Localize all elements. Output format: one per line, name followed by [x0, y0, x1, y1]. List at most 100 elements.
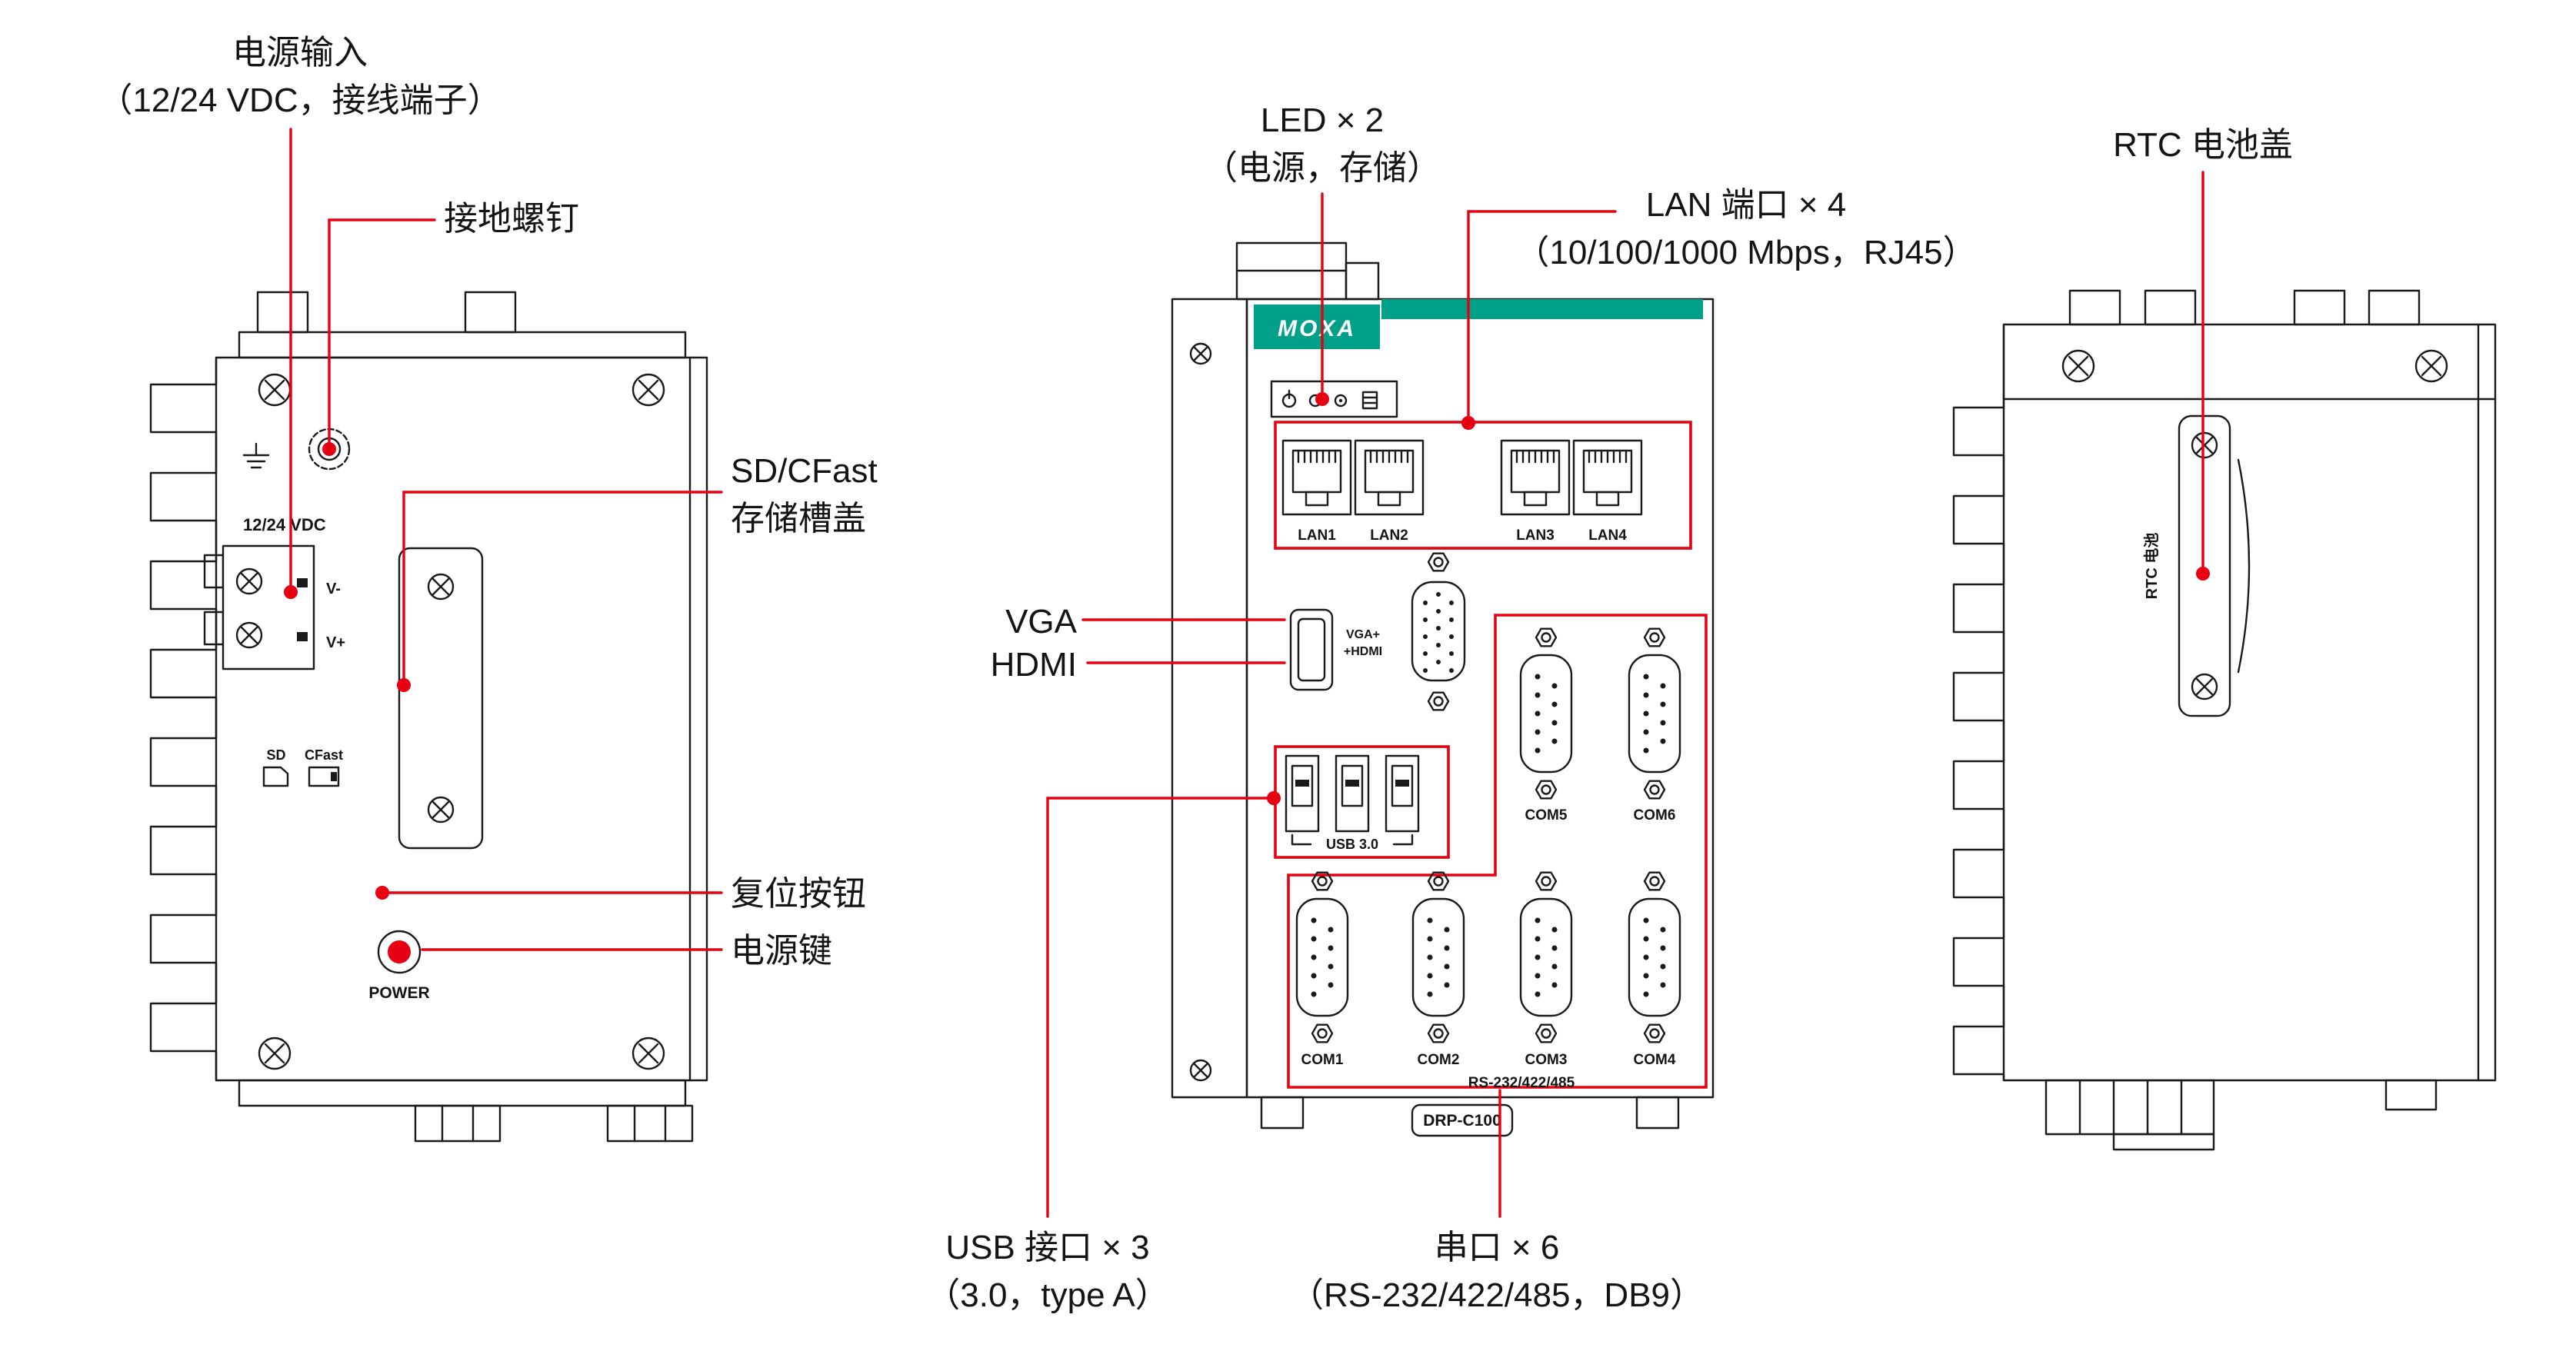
callout-power-key: 电源键: [731, 932, 832, 970]
callout-rtc-cover: RTC 电池盖: [2113, 126, 2293, 164]
com2-port: [1413, 873, 1464, 1043]
lan-highlight-box: [1274, 421, 1692, 550]
com1-label: COM1: [1301, 1052, 1344, 1068]
lan1-label: LAN1: [1298, 527, 1336, 544]
corner-screw: [632, 1037, 665, 1070]
callout-lan-line1: LAN 端口 × 4: [1645, 186, 1847, 224]
callout-serial-line2: （RS-232/422/485，DB9）: [1289, 1276, 1705, 1314]
callout-power-input-line1: 电源输入: [232, 34, 368, 72]
callout-dot-led: [1315, 392, 1329, 406]
sd-card-icon: [262, 766, 289, 787]
v-plus-label: V+: [326, 634, 345, 651]
callout-lan: LAN 端口 × 4 （10/100/1000 Mbps，RJ45）: [1438, 181, 2054, 276]
com6-label: COM6: [1634, 807, 1676, 824]
model-badge: DRP-C100: [1411, 1103, 1514, 1137]
left-heatsink-fins: [149, 356, 218, 1082]
model-label: DRP-C100: [1423, 1112, 1501, 1130]
brand-logo-box: [1254, 304, 1380, 349]
callout-power-input-line2: （12/24 VDC，接线端子）: [98, 81, 502, 119]
callout-line-usb: [1046, 797, 1269, 1218]
vga-hdmi-marking-1: VGA+: [1346, 628, 1380, 641]
callout-led: LED × 2 （电源，存储）: [1091, 97, 1553, 191]
rtc-battery-marking: RTC 电池: [2143, 533, 2161, 600]
vga-port: [1411, 552, 1466, 711]
callout-line-sd-cfast: [402, 491, 723, 682]
right-body-outline: [2002, 323, 2497, 1082]
v-minus-label: V-: [326, 581, 341, 597]
com4-port: [1629, 873, 1680, 1043]
cfast-label: CFast: [305, 747, 343, 763]
com4-label: COM4: [1634, 1052, 1676, 1068]
power-button: [377, 930, 422, 974]
din-rail-clip: [2044, 1079, 2215, 1151]
lan1-port: [1281, 439, 1352, 516]
lan3-port: [1500, 439, 1571, 516]
callout-dot-power-input: [284, 585, 298, 599]
callout-led-line2: （电源，存储）: [1204, 148, 1441, 187]
sd-cfast-cover: [398, 547, 484, 850]
callout-sd-cfast-line1: SD/CFast: [731, 452, 878, 490]
com1-port: [1297, 873, 1348, 1043]
callout-sd-cfast-line2: 存储槽盖: [731, 499, 866, 537]
corner-screw: [258, 1037, 292, 1070]
usb-marking: USB 3.0: [1326, 837, 1378, 852]
power-terminal-block: V- V+: [203, 544, 345, 671]
usb-port-3: [1385, 754, 1420, 833]
callout-dot-sd-cfast: [397, 678, 411, 692]
callout-vga: VGA: [1005, 603, 1077, 641]
callout-leaders: [284, 128, 2210, 1218]
com6-port: [1629, 629, 1680, 799]
callout-sd-cfast: SD/CFast 存储槽盖: [731, 448, 878, 542]
lan2-port: [1354, 439, 1425, 516]
callout-dot-usb: [1267, 791, 1281, 805]
vdc-label: 12/24 VDC: [243, 515, 326, 534]
callout-usb-line2: （3.0，type A）: [926, 1276, 1169, 1314]
ground-symbol-icon: [242, 442, 270, 469]
callout-serial-line1: 串口 × 6: [1434, 1229, 1560, 1266]
rtc-battery-cover: [2178, 414, 2251, 717]
lan4-port: [1572, 439, 1643, 516]
usb-port-1: [1285, 754, 1320, 833]
brand-logo-text: MOXA: [1278, 316, 1356, 341]
right-side-view: RTC 电池: [1952, 289, 2497, 1151]
callout-dot-rtc: [2196, 567, 2210, 581]
com5-port: [1521, 629, 1571, 799]
callout-dot-ground-screw: [322, 442, 336, 456]
callout-line-ground-screw: [328, 218, 436, 446]
callout-power-input: 电源输入 （12/24 VDC，接线端子）: [62, 29, 538, 124]
lan2-label: LAN2: [1370, 527, 1408, 544]
callout-dot-lan: [1461, 416, 1475, 430]
storage-led-icon: [1361, 391, 1378, 410]
callout-line-lan: [1467, 210, 1617, 419]
com5-label: COM5: [1525, 807, 1568, 824]
front-view: MOXA LAN1 LAN2 LAN3 LAN4: [1171, 241, 1715, 1137]
serial-standard-marking: RS-232/422/485: [1468, 1075, 1575, 1091]
callout-hdmi: HDMI: [990, 646, 1077, 684]
callout-dot-reset: [375, 886, 389, 900]
corner-screw: [2414, 349, 2448, 383]
callout-lan-line2: （10/100/1000 Mbps，RJ45）: [1515, 233, 1977, 271]
callout-ground-screw: 接地螺钉: [444, 200, 579, 238]
brand-stripe: [1381, 299, 1703, 319]
power-button-label: POWER: [368, 984, 429, 1002]
callout-reset-button: 复位按钮: [731, 875, 866, 913]
corner-screw: [2061, 349, 2095, 383]
serial-highlight-box: [1287, 614, 1708, 1089]
corner-screw: [632, 373, 665, 407]
cfast-card-icon: [308, 766, 340, 787]
left-side-view: 12/24 VDC V- V+ SD CFast: [149, 291, 708, 1143]
hdmi-port: [1289, 608, 1334, 691]
sd-cfast-markings: SD CFast: [262, 747, 343, 787]
lan4-label: LAN4: [1588, 527, 1627, 544]
vga-hdmi-marking-2: +HDMI: [1344, 645, 1382, 658]
callout-led-line1: LED × 2: [1260, 101, 1385, 139]
sd-label: SD: [266, 747, 285, 763]
com3-port: [1521, 873, 1571, 1043]
usb-port-2: [1335, 754, 1370, 833]
right-heatsink-fins: [1952, 323, 2005, 1082]
led-panel: [1270, 380, 1398, 418]
lan3-label: LAN3: [1516, 527, 1555, 544]
callout-serial: 串口 × 6 （RS-232/422/485，DB9）: [1220, 1224, 1774, 1319]
